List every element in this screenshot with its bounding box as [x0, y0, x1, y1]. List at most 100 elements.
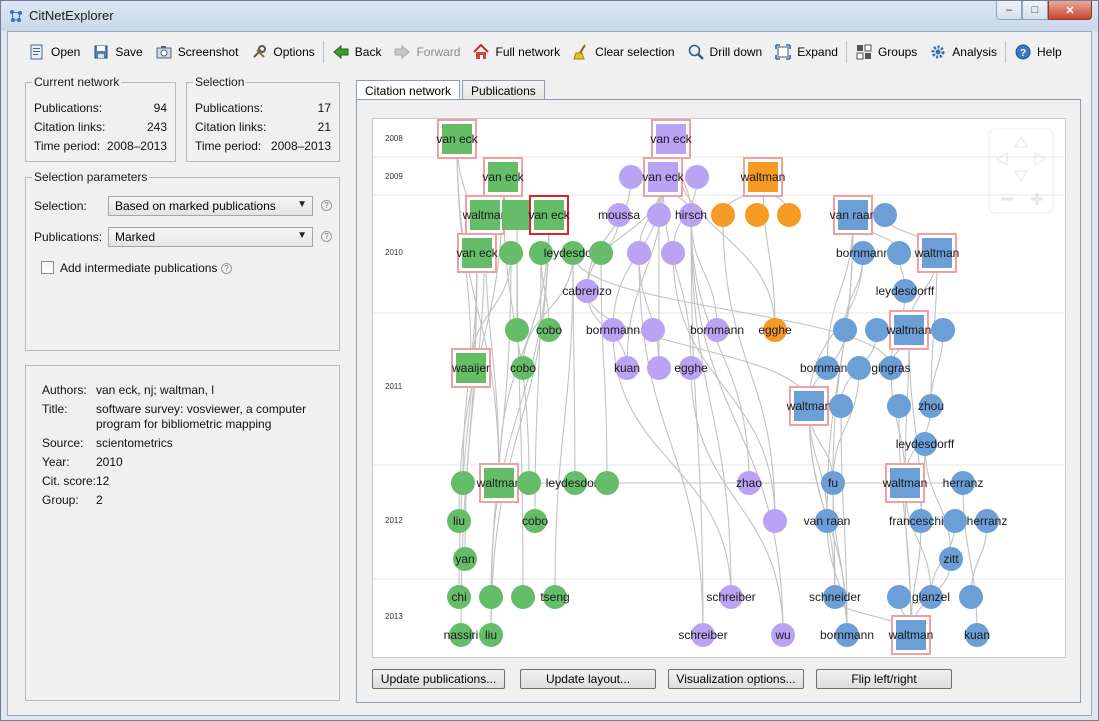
publication-node[interactable] [763, 509, 787, 533]
full-network-button[interactable]: Full network [466, 39, 566, 65]
publication-node[interactable] [887, 241, 911, 265]
publication-node[interactable]: bornmann [800, 356, 854, 380]
publication-node[interactable] [647, 356, 671, 380]
update-publications-button[interactable]: Update publications... [372, 669, 505, 689]
save-button[interactable]: Save [86, 39, 148, 65]
open-button[interactable]: Open [22, 39, 86, 65]
publication-node[interactable] [451, 471, 475, 495]
back-button[interactable]: Back [326, 39, 388, 65]
publication-node[interactable]: liu [479, 623, 503, 647]
publication-node[interactable]: waltman [786, 386, 832, 426]
options-button[interactable]: Options [244, 39, 320, 65]
selection-mode-dropdown[interactable]: Based on marked publications ▼ [108, 196, 313, 216]
publication-node[interactable] [479, 585, 503, 609]
publication-node[interactable] [829, 394, 853, 418]
publication-node[interactable]: schreiber [706, 585, 756, 609]
publication-node[interactable]: glanzel [912, 585, 950, 609]
publication-node[interactable]: liu [447, 509, 471, 533]
publication-node[interactable]: schreiber [678, 623, 728, 647]
publication-node[interactable]: moussa [598, 203, 640, 227]
publication-node[interactable]: leydesdorff [876, 279, 935, 303]
publication-node[interactable]: bornmann [836, 241, 890, 265]
publication-node[interactable]: waltman [462, 195, 508, 235]
publication-node[interactable]: van raan [830, 195, 877, 235]
groups-button[interactable]: Groups [849, 39, 923, 65]
publication-node[interactable]: waaijer [451, 348, 491, 388]
add-intermediate-help-icon[interactable]: ? [221, 263, 232, 274]
publication-node[interactable] [833, 318, 857, 342]
publication-node[interactable] [711, 203, 735, 227]
publication-node[interactable] [873, 203, 897, 227]
drill-down-button[interactable]: Drill down [681, 39, 769, 65]
navigation-control[interactable] [988, 128, 1054, 214]
tab-citation-network[interactable]: Citation network [356, 80, 461, 101]
publication-node[interactable]: zhou [918, 394, 944, 418]
publication-node[interactable] [641, 318, 665, 342]
publication-node[interactable]: leydesdorff [544, 241, 603, 265]
expand-button[interactable]: Expand [768, 39, 844, 65]
publication-node[interactable] [887, 394, 911, 418]
publication-node[interactable] [745, 203, 769, 227]
publication-node[interactable] [595, 471, 619, 495]
publication-node[interactable]: waltman [740, 157, 786, 197]
flip-left-right-button[interactable]: Flip left/right [816, 669, 952, 689]
publication-node[interactable]: waltman [882, 463, 928, 503]
publication-node[interactable]: van eck [482, 157, 525, 197]
publication-node[interactable]: bornmann [586, 318, 640, 342]
minimize-button[interactable]: – [996, 1, 1022, 20]
publication-node[interactable]: wu [771, 623, 795, 647]
tab-publications[interactable]: Publications [462, 80, 545, 100]
publication-node[interactable] [499, 241, 523, 265]
publications-filter-dropdown[interactable]: Marked ▼ [108, 227, 313, 247]
publication-node[interactable]: waltman [886, 310, 932, 350]
publication-node[interactable]: kuan [614, 356, 640, 380]
publication-node[interactable]: egghe [758, 318, 792, 342]
publication-node[interactable]: van eck [456, 233, 499, 273]
publication-node[interactable]: fu [821, 471, 845, 495]
publication-node[interactable] [505, 318, 529, 342]
publication-node[interactable] [685, 165, 709, 189]
publication-node[interactable] [661, 241, 685, 265]
clear-selection-button[interactable]: Clear selection [566, 39, 680, 65]
publication-node[interactable] [931, 318, 955, 342]
publication-node[interactable]: hirsch [675, 203, 707, 227]
publication-node[interactable]: chi [447, 585, 471, 609]
publication-node[interactable]: bornmann [820, 623, 874, 647]
publication-node[interactable] [517, 471, 541, 495]
publication-node[interactable] [959, 585, 983, 609]
publication-node[interactable]: van eck [528, 195, 571, 235]
publication-node[interactable] [511, 585, 535, 609]
publication-node[interactable]: tseng [540, 585, 570, 609]
publication-node[interactable]: zitt [939, 547, 963, 571]
publication-node[interactable] [619, 165, 643, 189]
close-button[interactable]: ✕ [1048, 1, 1092, 20]
publication-node[interactable]: gingras [871, 356, 911, 380]
maximize-button[interactable]: □ [1022, 1, 1048, 20]
publication-node[interactable]: zhao [736, 471, 762, 495]
publication-node[interactable]: van eck [650, 119, 693, 159]
publication-node[interactable]: kuan [964, 623, 990, 647]
publication-node[interactable] [589, 241, 613, 265]
selection-help-icon[interactable]: ? [321, 200, 332, 211]
publication-node[interactable] [502, 200, 532, 230]
publication-node[interactable]: cobo [522, 509, 548, 533]
publication-node[interactable]: leydesdorff [896, 432, 955, 456]
publication-node[interactable]: van eck [642, 157, 685, 197]
publication-node[interactable]: herranz [967, 509, 1008, 533]
publication-node[interactable]: cabrerizo [562, 279, 612, 303]
publication-node[interactable]: cobo [536, 318, 562, 342]
publication-node[interactable]: leydesdorff [546, 471, 605, 495]
publication-node[interactable]: schneider [809, 585, 861, 609]
help-button[interactable]: ? Help [1008, 39, 1068, 65]
analysis-button[interactable]: Analysis [923, 39, 1003, 65]
publication-node[interactable] [777, 203, 801, 227]
publication-node[interactable] [865, 318, 889, 342]
publication-node[interactable]: yan [453, 547, 477, 571]
publication-node[interactable] [627, 241, 651, 265]
visualization-options-button[interactable]: Visualization options... [668, 669, 804, 689]
publication-node[interactable] [943, 509, 967, 533]
update-layout-button[interactable]: Update layout... [520, 669, 656, 689]
publication-node[interactable]: cobo [510, 356, 536, 380]
screenshot-button[interactable]: Screenshot [149, 39, 245, 65]
